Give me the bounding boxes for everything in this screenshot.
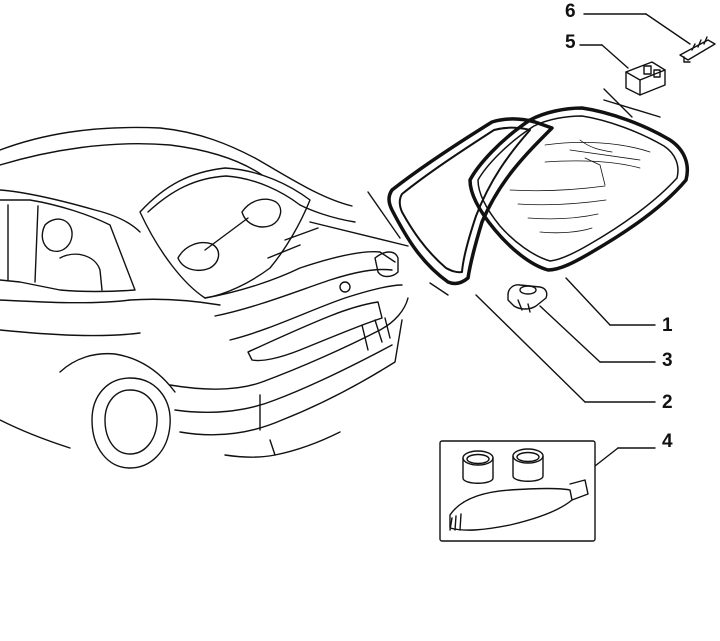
- terminal-part-6: [679, 36, 716, 63]
- callout-6: 6: [565, 1, 576, 22]
- callout-2: 2: [662, 392, 673, 413]
- rear-glass-part-1: [468, 106, 690, 272]
- callout-4: 4: [662, 431, 673, 452]
- clip-part-3: [507, 284, 548, 313]
- callout-3: 3: [662, 350, 673, 371]
- adhesive-kit-part-4: [439, 440, 596, 542]
- connector-part-5: [625, 61, 666, 96]
- callout-1: 1: [662, 315, 673, 336]
- seal-frame-part-2: [387, 117, 554, 286]
- car-body-drawing: [0, 126, 409, 469]
- callout-5: 5: [565, 32, 576, 53]
- leader-lines: [309, 88, 661, 296]
